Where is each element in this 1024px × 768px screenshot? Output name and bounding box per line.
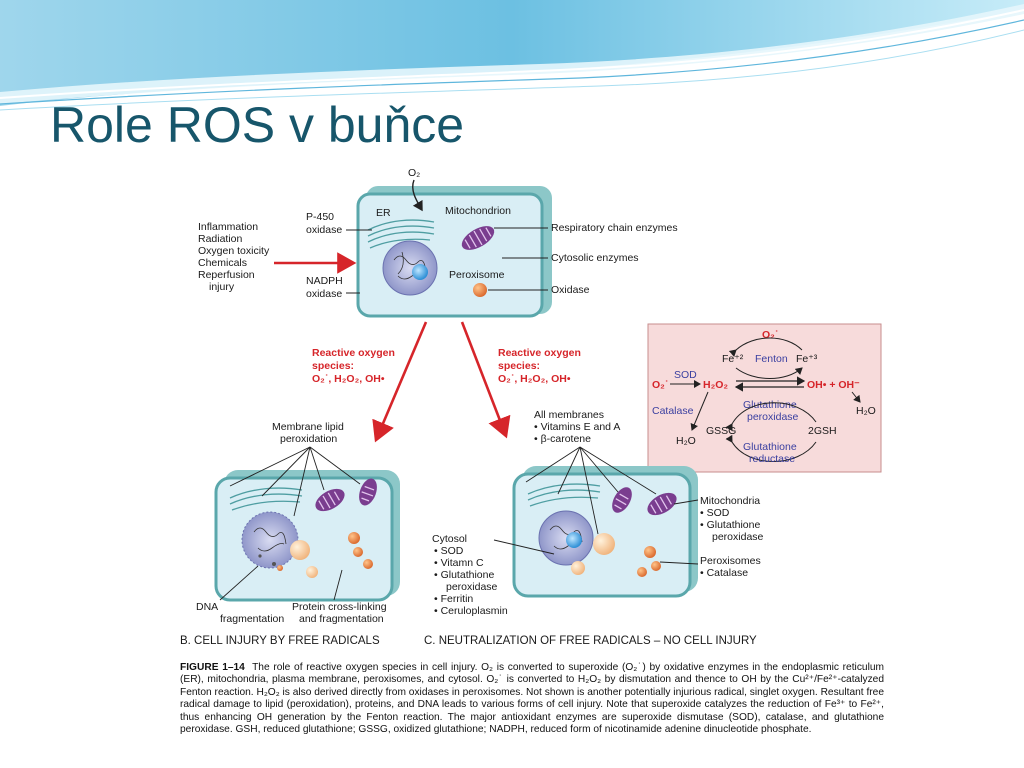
cell-a [356, 186, 552, 318]
svg-text:peroxidase: peroxidase [712, 531, 764, 543]
er-membranes [367, 219, 435, 249]
svg-text:Cytosol: Cytosol [432, 533, 467, 545]
all-membranes-label: All membranes • Vitamins E and A • β-car… [534, 409, 620, 445]
svg-text:• Vitamn C: • Vitamn C [434, 557, 484, 569]
membrane-lipid-label-2: peroxidation [280, 433, 337, 445]
causes-list: Inflammation Radiation Oxygen toxicity C… [198, 221, 270, 293]
svg-text:• SOD: • SOD [700, 507, 730, 519]
svg-text:• Ferritin: • Ferritin [434, 593, 473, 605]
gpx-label-2: peroxidase [747, 411, 799, 423]
nadph-label-2: oxidase [306, 288, 342, 300]
gssg-label: GSSG [706, 425, 736, 437]
protein-label-1: Protein cross-linking [292, 601, 387, 613]
protein-label-2: and fragmentation [299, 613, 384, 625]
svg-text:Reactive oxygen: Reactive oxygen [312, 347, 395, 359]
svg-text:injury: injury [209, 281, 235, 293]
svg-text:Chemicals: Chemicals [198, 257, 247, 269]
cytosol-antioxidants-label: Cytosol • SOD • Vitamn C • Glutathione p… [432, 533, 508, 617]
svg-text:Radiation: Radiation [198, 233, 243, 245]
svg-text:species:: species: [498, 360, 540, 372]
gr-label-2: reductase [749, 453, 795, 465]
svg-text:Reactive oxygen: Reactive oxygen [498, 347, 581, 359]
svg-text:peroxidase: peroxidase [446, 581, 498, 593]
svg-text:• Glutathione: • Glutathione [700, 519, 760, 531]
peroxisomes-antioxidants-label: Peroxisomes • Catalase [700, 555, 761, 579]
fenton-reaction-box: O₂˙ Fe⁺² Fenton Fe⁺³ O₂˙ SOD H₂O₂ OH• + … [647, 323, 882, 473]
mitochondrion-label: Mitochondrion [445, 205, 511, 217]
cell-c [512, 466, 698, 598]
svg-text:• Catalase: • Catalase [700, 567, 748, 579]
p450-label-2: oxidase [306, 224, 342, 236]
header-waves [0, 0, 1024, 111]
ros-diagram: O₂ ER Mitochondrion Peroxisome P-450 oxi… [180, 167, 882, 647]
svg-text:All membranes: All membranes [534, 409, 604, 421]
svg-text:O₂˙, H₂O₂, OH•: O₂˙, H₂O₂, OH• [498, 373, 571, 385]
gsh-label: 2GSH [808, 425, 837, 437]
catalase-label: Catalase [652, 405, 694, 417]
svg-text:• β-carotene: • β-carotene [534, 433, 591, 445]
svg-text:• Ceruloplasmin: • Ceruloplasmin [434, 605, 508, 617]
cytosolic-enzymes-label: Cytosolic enzymes [551, 252, 639, 264]
er-label: ER [376, 207, 391, 219]
svg-text:O₂˙, H₂O₂, OH•: O₂˙, H₂O₂, OH• [312, 373, 385, 385]
dna-label-1: DNA [196, 601, 218, 613]
oxidase-label: Oxidase [551, 284, 590, 296]
dna-label-2: fragmentation [220, 613, 284, 625]
peroxisome [473, 283, 487, 297]
membrane-lipid-label-1: Membrane lipid [272, 421, 344, 433]
svg-text:Oxygen toxicity: Oxygen toxicity [198, 245, 270, 257]
cell-b [214, 470, 400, 602]
nadph-label-1: NADPH [306, 275, 343, 287]
nucleolus [412, 264, 428, 280]
svg-text:• Vitamins E and A: • Vitamins E and A [534, 421, 620, 433]
fenton-label: Fenton [755, 353, 788, 365]
figure-caption-text: The role of reactive oxygen species in c… [180, 662, 884, 736]
oh-label: OH• + OH⁻ [807, 379, 860, 391]
ros-arrow-left [372, 321, 428, 443]
gr-label-1: Glutathione [743, 441, 797, 453]
slide-title: Role ROS v buňce [50, 97, 465, 153]
o2-label: O₂ [408, 167, 420, 179]
fenton-o2-left: O₂˙ [652, 379, 668, 391]
svg-text:• Glutathione: • Glutathione [434, 569, 494, 581]
svg-text:species:: species: [312, 360, 354, 372]
mitochondrion [461, 226, 495, 250]
gpx-label-1: Glutathione [743, 399, 797, 411]
fe2-label: Fe⁺² [722, 353, 744, 365]
fenton-o2-top: O₂˙ [762, 329, 778, 341]
h2o2-label: H₂O₂ [703, 379, 728, 391]
fe3-label: Fe⁺³ [796, 353, 818, 365]
svg-text:Peroxisomes: Peroxisomes [700, 555, 761, 567]
ros-label-left: Reactive oxygen species: O₂˙, H₂O₂, OH• [312, 347, 395, 385]
h2o-right-label: H₂O [856, 405, 876, 417]
mitochondria-antioxidants-label: Mitochondria • SOD • Glutathione peroxid… [700, 495, 764, 543]
peroxisome-label: Peroxisome [449, 269, 505, 281]
svg-text:• SOD: • SOD [434, 545, 464, 557]
nucleus [382, 240, 438, 296]
figure-caption: FIGURE 1–14 The role of reactive oxygen … [180, 662, 884, 736]
h2o-left-label: H₂O [676, 435, 696, 447]
ros-figure: O₂ ER Mitochondrion Peroxisome P-450 oxi… [162, 160, 890, 752]
svg-text:Reperfusion: Reperfusion [198, 269, 255, 281]
ros-label-right: Reactive oxygen species: O₂˙, H₂O₂, OH• [498, 347, 581, 385]
sod-label: SOD [674, 369, 697, 381]
figure-caption-label: FIGURE 1–14 [180, 662, 245, 673]
ros-arrow-right [460, 321, 511, 439]
respiratory-chain-label: Respiratory chain enzymes [551, 222, 678, 234]
p450-label-1: P-450 [306, 211, 334, 223]
panel-c-title: C. NEUTRALIZATION OF FREE RADICALS – NO … [424, 635, 757, 647]
svg-text:Mitochondria: Mitochondria [700, 495, 760, 507]
svg-text:Inflammation: Inflammation [198, 221, 258, 233]
panel-b-title: B. CELL INJURY BY FREE RADICALS [180, 635, 380, 647]
